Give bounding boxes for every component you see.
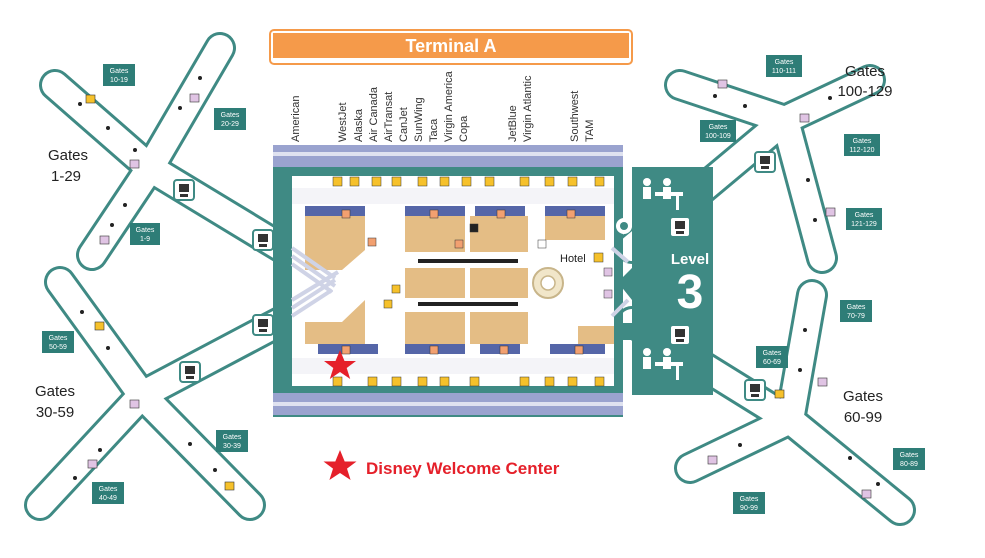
gate-tag-50-59-line1: Gates bbox=[49, 335, 68, 342]
hotel-icon bbox=[593, 252, 604, 263]
level-label: Level bbox=[671, 251, 709, 268]
gates-100-129-line1: Gates bbox=[845, 63, 885, 80]
gate-tag-30-39-line2: 30-39 bbox=[223, 443, 241, 450]
gate-tag-40-49-line1: Gates bbox=[99, 486, 118, 493]
gate-tag-70-79-line1: Gates bbox=[847, 304, 866, 311]
airline-tam: TAM bbox=[584, 120, 596, 142]
train-icon bbox=[252, 314, 274, 336]
airline-taca: Taca bbox=[428, 118, 440, 142]
gate-tag-112-120-line2: 112-120 bbox=[849, 147, 874, 154]
gate-tag-110-111-line1: Gates bbox=[775, 59, 794, 66]
gate-tag-100-109-line2: 100-109 bbox=[705, 133, 731, 140]
gate-tag-80-89-line2: 80-89 bbox=[900, 461, 918, 468]
gate-tag-1-9-line1: Gates bbox=[136, 227, 155, 234]
gate-tag-70-79-line2: 70-79 bbox=[847, 313, 865, 320]
legend: Disney Welcome Center bbox=[323, 450, 560, 480]
disney-welcome-center-marker-icon bbox=[324, 350, 356, 379]
airline-westjet: WestJet bbox=[337, 102, 349, 142]
train-icon bbox=[669, 216, 691, 238]
level-panel: Level 3 bbox=[615, 167, 713, 395]
gates-1-29-line1: Gates bbox=[48, 147, 88, 164]
gate-group-labels: Gates 1-29 Gates 30-59 Gates 100-129 Gat… bbox=[35, 63, 893, 426]
gates-60-99-line2: 60-99 bbox=[844, 409, 882, 426]
terminal-kiosks bbox=[332, 176, 613, 387]
gate-tag-40-49-line2: 40-49 bbox=[99, 495, 117, 502]
gate-tag-30-39-line1: Gates bbox=[223, 434, 242, 441]
train-icon bbox=[754, 151, 776, 173]
gate-tag-80-89-line1: Gates bbox=[900, 452, 919, 459]
concourse-gates-1-29 bbox=[39, 32, 298, 271]
airline-virgin-atlantic: Virgin Atlantic bbox=[522, 75, 534, 142]
train-icons bbox=[173, 151, 776, 401]
hotel-label: Hotel bbox=[560, 253, 586, 265]
airline-southwest: Southwest bbox=[569, 91, 581, 142]
terminal-banner: Terminal A bbox=[269, 29, 633, 65]
airline-virgin-america: Virgin America bbox=[443, 70, 455, 142]
airline-alaska: Alaska bbox=[353, 108, 365, 142]
gates-60-99-line1: Gates bbox=[843, 388, 883, 405]
check-in-icon bbox=[643, 178, 683, 210]
train-icon bbox=[744, 379, 766, 401]
train-icon bbox=[173, 179, 195, 201]
airline-jetblue: JetBlue bbox=[507, 105, 519, 142]
train-icon bbox=[669, 324, 691, 346]
gate-tag-60-69-line2: 60-69 bbox=[763, 359, 781, 366]
gate-tag-20-29-line1: Gates bbox=[221, 112, 240, 119]
star-icon bbox=[323, 450, 357, 480]
information-desk-icon bbox=[643, 348, 683, 380]
airline-air-canada: Air Canada bbox=[368, 86, 380, 142]
gate-tag-121-129-line2: 121-129 bbox=[851, 221, 877, 228]
airline-canjet: CanJet bbox=[398, 107, 410, 142]
airline-american: American bbox=[290, 96, 302, 142]
train-icon bbox=[179, 361, 201, 383]
legend-label: Disney Welcome Center bbox=[366, 459, 560, 478]
gates-100-129-line2: 100-129 bbox=[837, 83, 892, 100]
level-number: 3 bbox=[677, 266, 704, 319]
airline-sunwing: SunWing bbox=[413, 97, 425, 142]
train-icon bbox=[252, 229, 274, 251]
gate-tag-90-99-line1: Gates bbox=[740, 496, 759, 503]
gate-tag-10-19-line2: 10-19 bbox=[110, 77, 128, 84]
gates-1-29-line2: 1-29 bbox=[51, 168, 81, 185]
gate-tag-50-59-line2: 50-59 bbox=[49, 344, 67, 351]
gate-tag-60-69-line1: Gates bbox=[763, 350, 782, 357]
terminal-building: Hotel bbox=[273, 145, 630, 417]
gate-tag-90-99-line2: 90-99 bbox=[740, 505, 758, 512]
gates-30-59-line2: 30-59 bbox=[36, 404, 74, 421]
gate-tag-112-120-line1: Gates bbox=[853, 138, 872, 145]
terminal-title: Terminal A bbox=[405, 36, 496, 56]
gate-tag-121-129-line1: Gates bbox=[855, 212, 874, 219]
airline-copa: Copa bbox=[458, 115, 470, 142]
concourse-dots bbox=[73, 76, 880, 486]
gate-tag-20-29-line2: 20-29 bbox=[221, 121, 239, 128]
gate-tag-100-109-line1: Gates bbox=[709, 124, 728, 131]
gate-tag-10-19-line1: Gates bbox=[110, 68, 129, 75]
airline-labels: American WestJet Alaska Air Canada AirTr… bbox=[290, 70, 596, 142]
gate-tag-1-9-line2: 1-9 bbox=[140, 236, 150, 243]
gate-tag-110-111-line2: 110-111 bbox=[772, 68, 796, 75]
concourse-kiosks bbox=[85, 79, 872, 499]
airline-airtransat: AirTransat bbox=[383, 92, 395, 142]
gates-30-59-line1: Gates bbox=[35, 383, 75, 400]
gate-tags: Gates 10-19 Gates 20-29 Gates 1-9 Gates … bbox=[42, 55, 925, 514]
concourse-gates-30-59 bbox=[24, 266, 296, 521]
